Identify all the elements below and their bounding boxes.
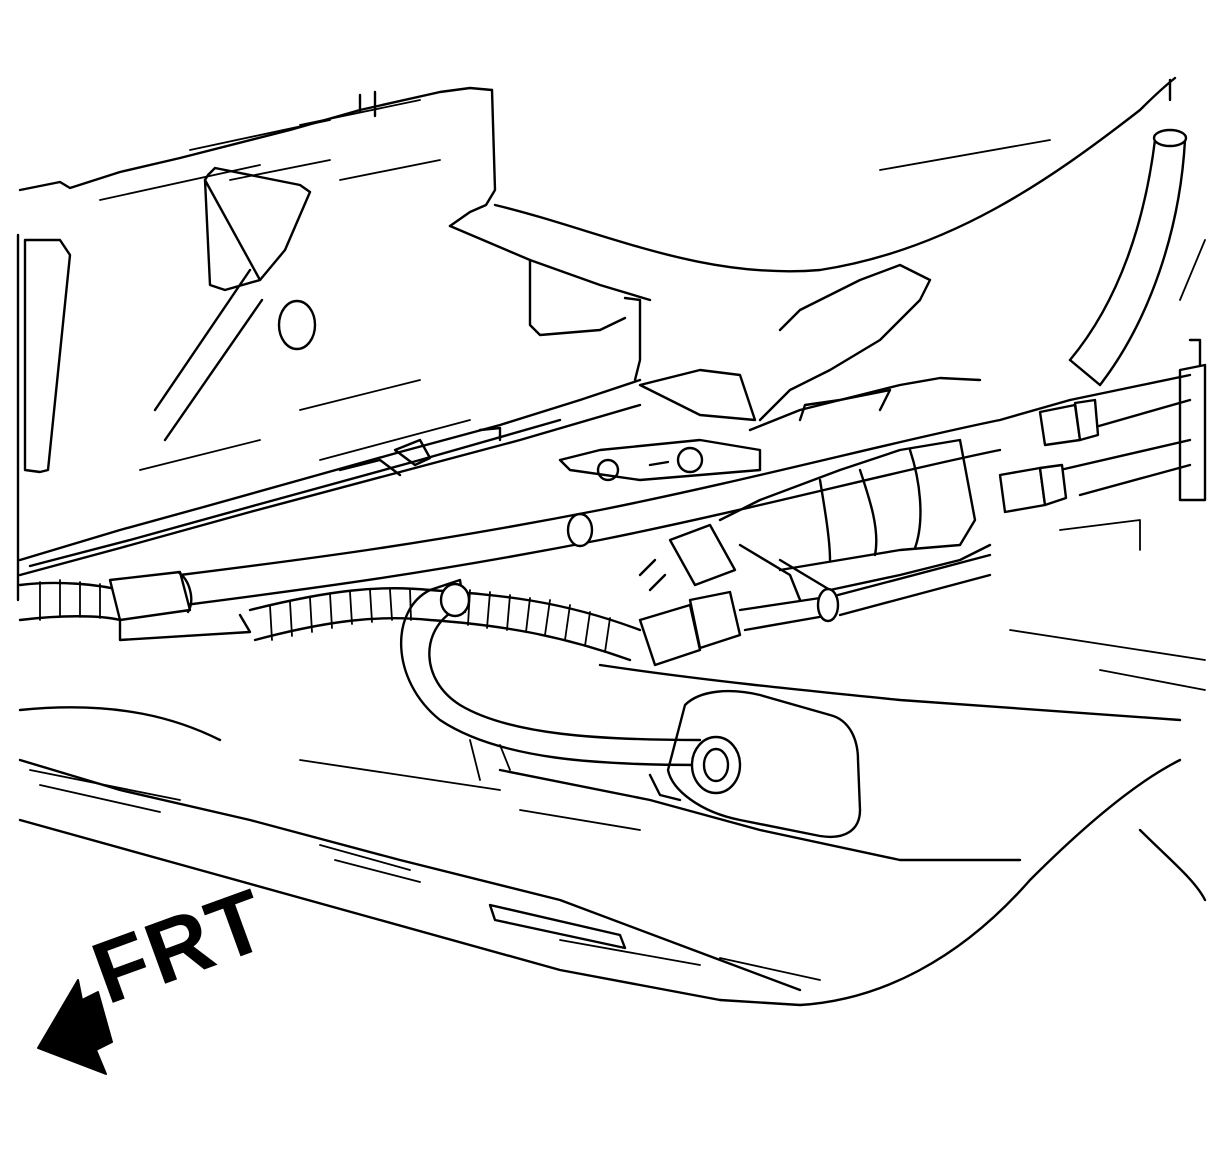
bolt-icon xyxy=(676,446,704,474)
frame-rail xyxy=(16,86,652,602)
harness-clip xyxy=(338,426,667,592)
cable-sheath-upper xyxy=(1068,128,1188,387)
brake-cable-rear-loop xyxy=(400,512,702,767)
floor-pan xyxy=(493,76,1206,301)
nut-icon xyxy=(596,458,620,482)
brake-cable-front xyxy=(178,373,1192,607)
floor-panel-lower xyxy=(18,519,1207,1007)
cable-connectors-right xyxy=(998,338,1207,514)
frame-hole xyxy=(277,299,317,351)
cable-sleeve xyxy=(108,570,252,642)
cable-housing xyxy=(718,438,992,592)
cable-grommet xyxy=(648,689,862,839)
cable-connectors-lower xyxy=(638,523,992,667)
arrow-down-left-icon xyxy=(37,979,113,1075)
frame-bracket xyxy=(23,166,471,474)
equalizer-bracket xyxy=(558,263,982,482)
